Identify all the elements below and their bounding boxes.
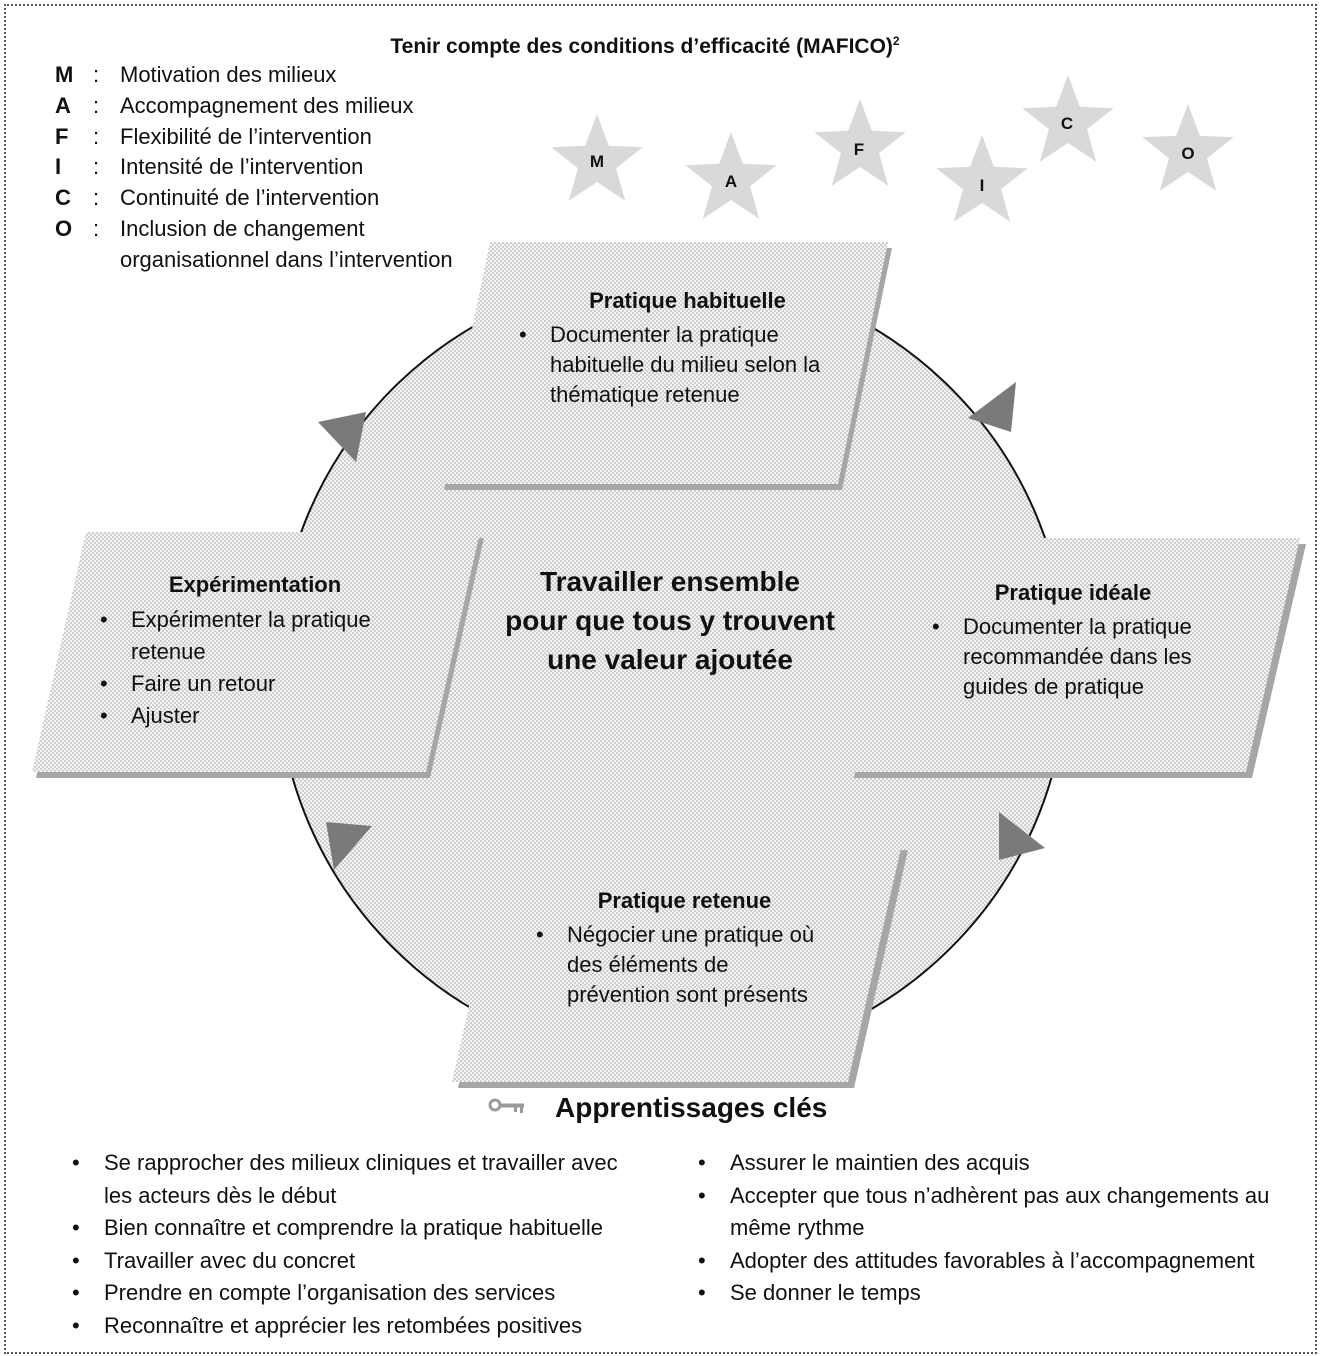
star-i: [936, 135, 1028, 222]
legend-text: Accompagnement des milieux: [120, 92, 414, 118]
legend-separator: :: [93, 154, 100, 180]
learning-item: Se donner le temps: [694, 1277, 1274, 1310]
box-title: Pratique retenue: [597, 888, 772, 913]
legend-letter: C: [55, 185, 71, 211]
box-bullets: Documenter la pratique habituelle du mil…: [515, 320, 860, 410]
legend-letter: I: [55, 154, 62, 180]
legend-row-a: A : Accompagnement des milieux: [55, 91, 465, 122]
learning-item: Accepter que tous n’adhèrent pas aux cha…: [694, 1180, 1274, 1245]
pratique-ideale-content: Pratique idéale Documenter la pratique r…: [928, 580, 1218, 702]
legend-separator: :: [93, 215, 100, 241]
star-c: [1022, 75, 1114, 162]
mafico-title: Tenir compte des conditions d’efficacité…: [390, 34, 900, 58]
cycle-center-text: Travailler ensemble pour que tous y trou…: [490, 562, 850, 679]
legend-text: Motivation des milieux: [120, 62, 337, 87]
star-m: [551, 114, 643, 201]
legend-text: Flexibilité de l’intervention: [120, 123, 372, 149]
box-bullets: Négocier une pratique où des éléments de…: [532, 920, 837, 1010]
learning-item: Reconnaître et apprécier les retombées p…: [68, 1310, 628, 1343]
box-bullets: Documenter la pratique recommandée dans …: [928, 612, 1218, 702]
outer-dotted-frame: [4, 4, 1317, 1354]
bullet-item: Documenter la pratique habituelle du mil…: [515, 320, 860, 410]
pratique-habituelle-content: Pratique habituelle Documenter la pratiq…: [515, 288, 860, 410]
legend-row-i: I : Intensité de l’intervention: [55, 152, 465, 183]
star-label-f: F: [853, 140, 865, 159]
legend-letter: M: [55, 62, 74, 87]
learning-item: Bien connaître et comprendre la pratique…: [68, 1212, 628, 1245]
mafico-stars: [551, 75, 1234, 222]
legend-row-m: M : Motivation des milieux: [55, 60, 465, 91]
star-o: [1142, 104, 1234, 191]
star-label-o: O: [1181, 144, 1195, 163]
legend-text: Inclusion de changement organisationnel …: [120, 215, 453, 272]
legend-letter: F: [55, 123, 69, 149]
bullet-item: Négocier une pratique où des éléments de…: [532, 920, 837, 1010]
box-title: Expérimentation: [168, 572, 342, 597]
learning-item: Adopter des attitudes favorables à l’acc…: [694, 1245, 1274, 1278]
bullet-item: Documenter la pratique recommandée dans …: [928, 612, 1218, 702]
center-line: Travailler ensemble: [540, 566, 800, 597]
box-title: Pratique habituelle: [589, 288, 786, 313]
legend-separator: :: [93, 62, 100, 87]
learnings-title: Apprentissages clés: [555, 1092, 828, 1123]
legend-text: Continuité de l’intervention: [120, 185, 380, 211]
mafico-legend: M : Motivation des milieux A : Accompagn…: [55, 60, 465, 276]
center-line: une valeur ajoutée: [547, 644, 793, 675]
experimentation-content: Expérimentation Expérimenter la pratique…: [96, 572, 414, 732]
learnings-left-list: Se rapprocher des milieux cliniques et t…: [68, 1147, 628, 1342]
legend-text: Intensité de l’intervention: [120, 154, 364, 180]
cycle-arrow-top-right: [968, 382, 1016, 432]
bullet-item: Ajuster: [96, 700, 414, 732]
legend-separator: :: [93, 92, 100, 118]
learnings-right-list: Assurer le maintien des acquis Accepter …: [694, 1147, 1274, 1310]
box-bullets: Expérimenter la pratique retenue Faire u…: [96, 604, 414, 732]
star-label-a: A: [724, 172, 738, 191]
bullet-item: Expérimenter la pratique retenue: [96, 604, 414, 668]
learning-item: Travailler avec du concret: [68, 1245, 628, 1278]
legend-row-o: O : Inclusion de changement organisation…: [55, 214, 465, 276]
center-line: pour que tous y trouvent: [505, 605, 835, 636]
legend-row-c: C : Continuité de l’intervention: [55, 183, 465, 214]
legend-row-f: F : Flexibilité de l’intervention: [55, 122, 465, 153]
learning-item: Se rapprocher des milieux cliniques et t…: [68, 1147, 628, 1212]
learning-item: Prendre en compte l’organisation des ser…: [68, 1277, 628, 1310]
legend-letter: O: [55, 215, 73, 241]
legend-separator: :: [93, 185, 100, 211]
bullet-item: Faire un retour: [96, 668, 414, 700]
star-label-i: I: [979, 176, 985, 195]
cycle-arrow-bottom-left: [326, 822, 372, 870]
learning-item: Assurer le maintien des acquis: [694, 1147, 1274, 1180]
pratique-retenue-content: Pratique retenue Négocier une pratique o…: [532, 888, 837, 1010]
cycle-arrow-bottom-right: [999, 812, 1045, 860]
star-label-m: M: [589, 152, 605, 171]
key-icon: [488, 1096, 528, 1121]
legend-letter: A: [55, 92, 71, 118]
star-label-c: C: [1060, 114, 1074, 133]
star-a: [685, 132, 777, 219]
star-f: [814, 99, 906, 186]
legend-separator: :: [93, 123, 100, 149]
box-title: Pratique idéale: [994, 580, 1152, 605]
cycle-arrow-top-left: [318, 412, 366, 462]
